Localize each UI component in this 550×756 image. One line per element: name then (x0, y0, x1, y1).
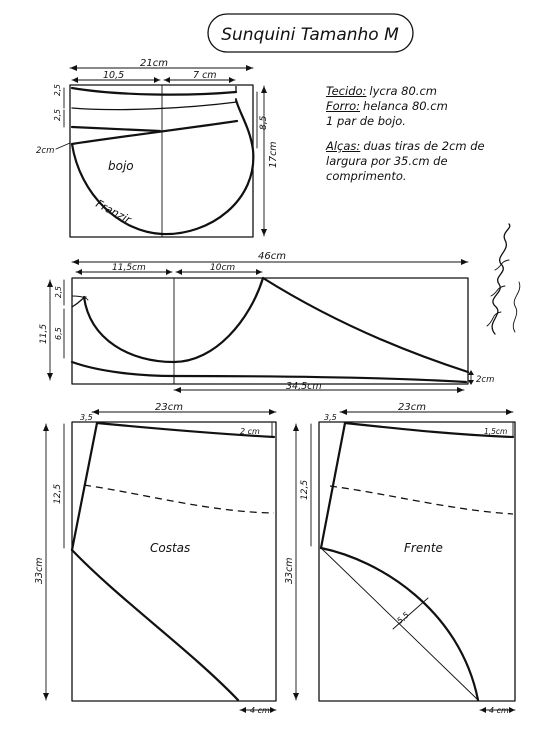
tecido-label: Tecido: (326, 84, 367, 98)
middle-piece: 46cm 11,5cm 10cm 11,5 2,5 6,5 34,5cm 2cm (39, 251, 494, 393)
costas-piece: Costas 23cm 3,5 2 cm 12,5 33cm 4 cm (34, 402, 277, 715)
signature (486, 223, 521, 335)
costas-top-offset: 3,5 (80, 413, 93, 422)
costas-left-edge (70, 421, 99, 552)
fabric-notes: Tecido:lycra 80.cm Forro:helanca 80.cm 1… (326, 84, 526, 194)
top-band-curve (70, 86, 238, 96)
frente-chord (320, 547, 479, 701)
franzir-label: Franzir (94, 197, 135, 227)
top-right-segment: 7 cm (193, 70, 217, 81)
forro-label: Forro: (326, 99, 361, 113)
mid-width-label: 46cm (258, 251, 286, 262)
top-piece: bojo Franzir 21cm 10,5 7 cm 2,5 2,5 2cm … (36, 58, 279, 238)
tecido-value: lycra 80.cm (369, 84, 437, 98)
frente-outline (318, 421, 516, 702)
top-band-line (71, 101, 238, 111)
costas-right-top: 2 cm (240, 427, 260, 436)
costas-dashed-line (83, 484, 275, 514)
costas-label: Costas (150, 541, 190, 555)
mid-seg1: 11,5cm (112, 263, 146, 273)
bojo-label: bojo (108, 159, 134, 173)
costas-outline (71, 421, 277, 702)
frente-top-offset: 3,5 (324, 413, 337, 422)
middle-curve (82, 276, 265, 364)
frente-width: 23cm (398, 402, 426, 413)
frente-label: Frente (404, 541, 443, 555)
notes-fabric: Tecido:lycra 80.cm Forro:helanca 80.cm 1… (326, 84, 526, 129)
middle-piece-outline (71, 277, 469, 385)
frente-height-total: 33cm (284, 557, 295, 584)
alcas-value: duas tiras de 2cm de largura por 35.cm d… (326, 139, 485, 183)
mid-height-mid: 6,5 (54, 327, 63, 340)
band-line-right (70, 119, 239, 146)
frente-top-edge (343, 421, 515, 439)
band-top-dim: 2,5 (53, 84, 62, 96)
costas-top-edge (95, 421, 276, 439)
bojo-outline (70, 98, 255, 236)
costas-height-total: 33cm (34, 557, 45, 584)
middle-bottom-line (70, 360, 468, 384)
alcas-label: Alças: (326, 139, 361, 153)
top-width-label: 21cm (140, 58, 168, 69)
frente-right-top: 1,5cm (484, 427, 507, 436)
mid-right-height: 2cm (476, 375, 494, 385)
forro-value: helanca 80.cm (363, 99, 448, 113)
band-left-dim: 2cm (36, 146, 54, 156)
frente-curve (319, 546, 480, 702)
bojo-line: 1 par de bojo. (326, 114, 406, 128)
mid-height-total: 11,5 (39, 324, 49, 344)
notes-straps: Alças:duas tiras de 2cm de largura por 3… (326, 139, 526, 184)
band-mid-dim: 2,5 (53, 109, 62, 121)
page-title: Sunquini Tamanho M (221, 25, 399, 45)
costas-height-upper: 12,5 (53, 484, 63, 504)
title-frame (207, 13, 414, 53)
mid-bottom-length: 34,5cm (286, 381, 322, 392)
frente-height-upper: 12,5 (300, 480, 310, 500)
costas-width: 23cm (155, 402, 183, 413)
band-line-left (70, 125, 162, 133)
mid-seg2: 10cm (210, 263, 235, 273)
frente-bottom-right: 4 cm (489, 706, 509, 715)
frente-piece: 5,5 Frente 23cm 3,5 1,5cm 12,5 33cm 4 cm (284, 402, 516, 715)
frente-dashed-line (329, 485, 514, 515)
costas-bottom-right: 4 cm (250, 706, 270, 715)
frente-curve-depth: 5,5 (395, 610, 410, 625)
right-height-2: 17cm (268, 141, 279, 168)
top-left-segment: 10,5 (103, 70, 124, 81)
mid-height-top: 2,5 (54, 286, 63, 298)
middle-diagonal (261, 276, 470, 374)
frente-left-edge (319, 421, 347, 550)
costas-diagonal (70, 548, 240, 702)
